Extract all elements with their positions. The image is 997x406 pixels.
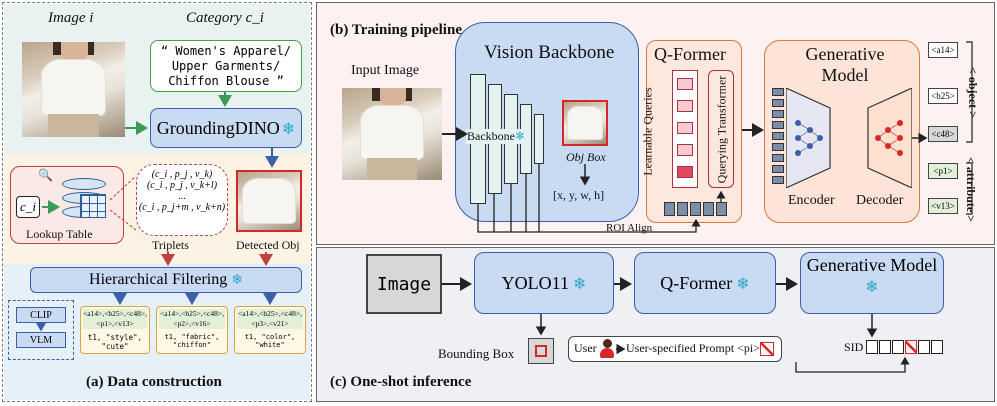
qformer-c-box: Q-Former ❄ <box>634 252 776 314</box>
attribute-token-1: <p1> <box>928 163 958 179</box>
triplet-line-1: (c_i , p_j , v_k) <box>151 169 213 180</box>
triplet-line-2: (c_i , p_j , v_k+l) <box>146 180 218 191</box>
detected-obj-label: Detected Obj <box>236 238 300 252</box>
output-tokens-1: <a14>,<b25>,<c48>, <p1>,<v13> <box>83 309 147 329</box>
output-card-1: <a14>,<b25>,<c48>, <p1>,<v13> t1, "style… <box>80 306 150 354</box>
image-input-box: Image <box>366 254 442 314</box>
generative-model-label: Generative Model <box>790 44 900 86</box>
lookup-ci-box: c_i <box>16 196 40 218</box>
image-input-label: Image <box>376 273 432 295</box>
output-tokens-3: <a14>,<b25>,<c48>, <p3>,<v21> <box>237 309 303 329</box>
snowflake-icon: ❄ <box>736 273 750 293</box>
object-token-3: <c48> <box>928 126 958 142</box>
roi-align-label: ROI Align <box>606 222 653 234</box>
output-tokens-2: <a14>,<b25>,<c48>, <p2>,<v16> <box>159 309 225 329</box>
triplets-box: (c_i , p_j , v_k) (c_i , p_j , v_k+l) ..… <box>136 164 228 236</box>
triplets-label: Triplets <box>152 238 189 252</box>
generative-model-text: Generative Model <box>805 44 885 85</box>
output-card-2: <a14>,<b25>,<c48>, <p2>,<v16> t1, "fabri… <box>156 306 228 354</box>
panel-b-title: (b) Training pipeline <box>330 22 462 38</box>
lookup-table-label: Lookup Table <box>26 227 93 241</box>
snowflake-icon: ❄ <box>281 118 296 138</box>
vlm-box: VLM <box>16 332 66 348</box>
triplet-line-4: (c_i , p_j+m , v_k+n) <box>138 202 226 213</box>
database-icon <box>62 178 106 224</box>
decoder-label: Decoder <box>856 193 904 208</box>
qformer-c-label: Q-Former <box>660 272 733 293</box>
backbone-bar-5 <box>534 114 544 164</box>
backbone-label: Backbone❄ <box>466 129 527 144</box>
coords-label: [x, y, w, h] <box>553 188 605 202</box>
detected-obj-photo <box>236 170 302 232</box>
output-card-3: <a14>,<b25>,<c48>, <p3>,<v21> t1, "color… <box>234 306 306 354</box>
panel-c-title: (c) One-shot inference <box>330 374 472 390</box>
yolo-box: YOLO11 ❄ <box>474 252 614 314</box>
grounding-dino-label: GroundingDINO <box>156 117 280 138</box>
snowflake-icon: ❄ <box>572 273 587 293</box>
lookup-ci-label: c_i <box>20 199 36 214</box>
query-cell-5 <box>677 166 693 178</box>
sid-token-row <box>866 340 944 354</box>
encoder-label: Encoder <box>788 193 835 208</box>
vlm-label: VLM <box>29 334 53 346</box>
object-token-1: <a14> <box>928 42 958 58</box>
roi-tokens <box>664 202 728 216</box>
output-triple-1: t1, "style", "cute" <box>87 333 143 351</box>
obj-box-photo <box>562 100 608 146</box>
hierarchical-filtering-box: Hierarchical Filtering ❄ <box>30 267 302 293</box>
prompt-token-icon <box>760 342 774 356</box>
snowflake-icon: ❄ <box>514 129 526 143</box>
output-triple-2: t1, "fabric", "chiffon" <box>164 333 220 349</box>
bounding-box-icon <box>528 338 554 364</box>
user-label: User <box>574 341 597 355</box>
hierarchical-filtering-label: Hierarchical Filtering <box>89 271 228 288</box>
bounding-box-label: Bounding Box <box>438 346 515 361</box>
category-text: “ Women's Apparel/ Upper Garments/ Chiff… <box>160 43 292 88</box>
snowflake-icon: ❄ <box>231 272 243 288</box>
generative-model-c-box: Generative Model ❄ <box>800 252 944 314</box>
generative-model-c-label: Generative Model <box>806 255 938 275</box>
attribute-token-2: <v13> <box>928 198 958 214</box>
gen-input-tokens <box>772 88 784 206</box>
category-label: Category c_i <box>186 10 264 26</box>
query-cell-2 <box>677 100 693 112</box>
image-i-photo <box>22 42 125 137</box>
snowflake-icon: ❄ <box>865 277 879 296</box>
querying-transformer-column <box>708 70 734 188</box>
encoder-decoder-shape <box>786 88 912 188</box>
image-i-label: Image i <box>48 10 94 26</box>
sid-label: SID <box>844 340 864 354</box>
magnifier-icon: 🔍 <box>38 168 53 182</box>
panel-a-caption: (a) Data construction <box>86 374 222 390</box>
object-token-2: <b25> <box>928 88 958 104</box>
query-cell-1 <box>677 78 693 90</box>
triplet-line-3: ... <box>178 191 186 202</box>
clip-label: CLIP <box>30 309 52 321</box>
yolo-label: YOLO11 <box>501 272 569 293</box>
input-image-photo <box>342 88 442 180</box>
user-avatar-icon <box>600 339 614 359</box>
backbone-text: Backbone <box>467 129 515 143</box>
query-cell-4 <box>677 144 693 156</box>
qformer-label: Q-Former <box>654 44 726 64</box>
input-image-label: Input Image <box>351 63 420 78</box>
output-triple-3: t1, "color", "white" <box>244 333 296 349</box>
clip-vlm-group <box>8 300 74 360</box>
obj-box-label: Obj Box <box>566 150 606 164</box>
category-text-box: “ Women's Apparel/ Upper Garments/ Chiff… <box>150 40 302 92</box>
query-cell-3 <box>677 122 693 134</box>
grounding-dino-box: GroundingDINO ❄ <box>150 108 302 148</box>
vision-backbone-label: Vision Backbone <box>484 42 615 63</box>
prompt-label: User-specified Prompt <pi> <box>626 341 760 355</box>
